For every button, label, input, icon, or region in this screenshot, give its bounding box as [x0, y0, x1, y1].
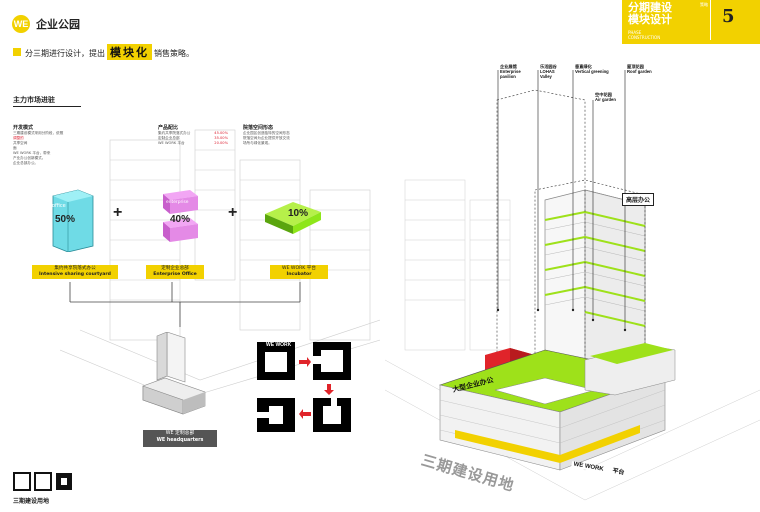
label-roof-garden: 屋顶花园 Roof garden [627, 64, 652, 74]
bullet-square [13, 48, 21, 56]
chapter-title-line2: 模块设计 [628, 14, 672, 26]
tag-high-office: 高层办公 [622, 193, 654, 206]
chapter-number: 5 [722, 6, 735, 27]
courtyard-office-en: Intensive sharing courtyard [34, 272, 116, 278]
label-air-garden: 空中花园 Air garden [595, 92, 616, 102]
courtyard-office-cn: 集约共享院落式办公 [54, 266, 95, 271]
subtitle-after: 销售策略。 [154, 49, 194, 58]
label-en: Vertical greening [575, 69, 609, 74]
headquarters-tag: WE 定制总部 WE headquarters [143, 430, 217, 447]
wework-logo-text: WE WORK [266, 342, 291, 348]
label-en: Roof garden [627, 69, 652, 74]
enterprise-office-en: Enterprise Office [148, 272, 202, 278]
chapter-title: 分期建设 模块设计 [628, 2, 672, 26]
chapter-en: PHASE CONSTRUCTION [628, 30, 660, 40]
building-axonometric [385, 60, 760, 510]
office-module-label: office [52, 203, 66, 209]
subtitle: 分三期进行设计，提出模块化销售策略。 [25, 44, 194, 60]
chapter-en-line2: CONSTRUCTION [628, 35, 660, 40]
column-line: 企业总部办公。 [13, 161, 118, 166]
bottom-title: 三期建设用地 [13, 496, 49, 505]
plus-sign: + [228, 204, 237, 222]
column-heading: 院落空间形态 [243, 124, 348, 131]
page-title: 企业公园 [36, 16, 80, 32]
label-enterprise-pavilion: 企业展馆 Enterprise pavilion [500, 64, 521, 79]
enterprise-module-label: enterprise [166, 200, 189, 205]
headquarters-cn: WE 定制总部 [166, 431, 195, 436]
wework-incubator-tag: WE WORK 平台 Incubator [270, 265, 328, 279]
headquarters-block [135, 332, 215, 427]
wework-incubator-en: Incubator [272, 272, 326, 278]
column-courtyard-form: 院落空间形态 企业园区创造独特的空间形态 院落空间为企业提供开放交流 场所与绿化… [243, 124, 348, 146]
enterprise-office-tag: 定制企业总部 Enterprise Office [146, 265, 204, 279]
label-en: Air garden [595, 97, 616, 102]
label-vertical-greening: 垂直绿化 Vertical greening [575, 64, 609, 74]
courtyard-office-tag: 集约共享院落式办公 Intensive sharing courtyard [32, 265, 118, 279]
label-en: Valley [540, 74, 557, 79]
phase-icon [13, 472, 75, 492]
label-en: pavilion [500, 74, 521, 79]
tag-wework-cn: 平台 [610, 468, 627, 477]
section-title: 主力市场进驻 [13, 95, 55, 105]
enterprise-module-percent: 40% [170, 214, 190, 225]
column-product-ratio: 产品配比 集约共享院落式办公 45.00% 定制企业总部 35.00% WE W… [158, 124, 228, 146]
enterprise-office-cn: 定制企业总部 [161, 266, 189, 271]
we-logo: WE [12, 15, 30, 33]
office-module-percent: 50% [55, 214, 75, 225]
plus-sign: + [113, 204, 122, 222]
incubator-module-percent: 10% [288, 208, 308, 219]
column-development-mode: 开发模式 三期建设模式采用分阶段，依照 调整的 共享空间 面 WE WORK 平… [13, 124, 118, 166]
modular-logo-diagram [255, 340, 355, 435]
chapter-divider [710, 0, 711, 40]
subtitle-highlight: 模块化 [107, 44, 152, 60]
connector-lines [60, 282, 330, 332]
subtitle-before: 分三期进行设计，提出 [25, 49, 105, 58]
ratio-value: 20.00% [214, 141, 228, 146]
label-lohas-valley: 乐活园谷 LOHAS Valley [540, 64, 557, 79]
ratio-row: WE WORK 平台 20.00% [158, 141, 228, 146]
wework-incubator-cn: WE WORK 平台 [282, 266, 316, 271]
chapter-small-label: 策略 [700, 2, 708, 8]
headquarters-en: WE headquarters [143, 437, 217, 444]
column-line: 场所与绿化景观。 [243, 141, 348, 146]
ratio-label: WE WORK 平台 [158, 141, 185, 146]
column-heading: 开发模式 [13, 124, 118, 131]
column-heading: 产品配比 [158, 124, 228, 131]
